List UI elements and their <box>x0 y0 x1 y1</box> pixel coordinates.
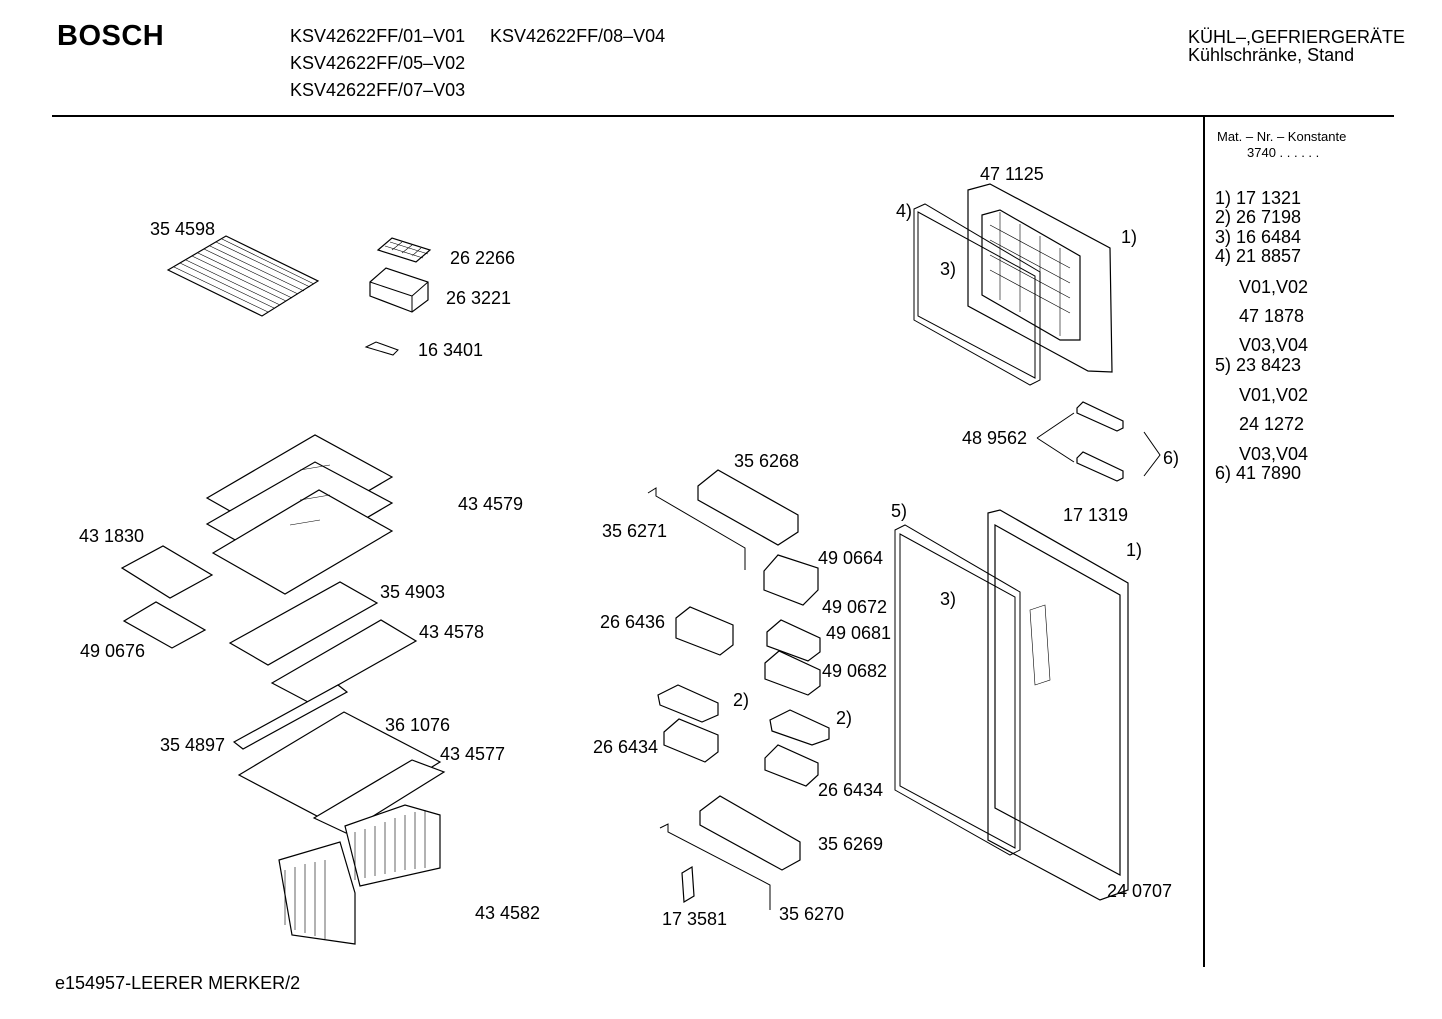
part-label: 35 6270 <box>779 904 845 924</box>
door-bins-drawing <box>647 469 830 910</box>
part-label: 5) <box>891 501 908 521</box>
part-label: 17 1319 <box>1063 505 1129 525</box>
part-label: 35 6269 <box>818 834 884 854</box>
part-label: 49 0664 <box>818 548 884 568</box>
part-label: 26 2266 <box>450 248 516 268</box>
sidebar-entry: 3) 16 6484 <box>1215 227 1302 247</box>
part-label: 36 1076 <box>385 715 451 735</box>
part-label: 26 6434 <box>593 737 659 757</box>
part-label: 49 0682 <box>822 661 888 681</box>
part-label: 2) <box>836 708 853 728</box>
part-label: 26 6434 <box>818 780 884 800</box>
part-label: 43 4582 <box>475 903 541 923</box>
sidebar-entry: 47 1878 <box>1239 306 1305 326</box>
part-label: 24 0707 <box>1107 881 1173 901</box>
document-code: e154957-LEERER MERKER/2 <box>55 973 301 993</box>
tray-490676-drawing <box>122 601 207 649</box>
part-label: 26 6436 <box>600 612 666 632</box>
shelf-431830-drawing <box>120 545 214 599</box>
part-label: 3) <box>940 589 957 609</box>
category-title: KÜHL–,GEFRIERGERÄTE <box>1188 27 1406 47</box>
sidebar-entry: 2) 26 7198 <box>1215 207 1302 227</box>
sidebar-entry: 24 1272 <box>1239 414 1305 434</box>
handles-drawing <box>1036 401 1161 482</box>
sidebar-entry: V01,V02 <box>1239 385 1309 405</box>
part-label: 26 3221 <box>446 288 512 308</box>
ice-tray-drawing <box>364 237 432 356</box>
wire-rack-drawing <box>166 235 320 317</box>
part-label: 35 6268 <box>734 451 800 471</box>
sidebar-entry: V03,V04 <box>1239 335 1309 355</box>
model-number: KSV42622FF/07–V03 <box>290 80 466 100</box>
sidebar-divider <box>1203 117 1205 967</box>
brand-logo: BOSCH <box>57 20 165 52</box>
part-label: 49 0676 <box>80 641 146 661</box>
freezer-door-drawing <box>913 183 1113 386</box>
part-label: 2) <box>733 690 750 710</box>
part-label: 4) <box>896 201 913 221</box>
part-label: 6) <box>1163 448 1180 468</box>
header-divider <box>52 115 1394 117</box>
part-label: 43 4578 <box>419 622 485 642</box>
part-label: 35 6271 <box>602 521 668 541</box>
sidebar-entry: 5) 23 8423 <box>1215 355 1302 375</box>
part-label: 1) <box>1121 227 1138 247</box>
part-label: 35 4897 <box>160 735 226 755</box>
sidebar-entry: 1) 17 1321 <box>1215 188 1302 208</box>
model-number: KSV42622FF/05–V02 <box>290 53 466 73</box>
part-label: 49 0681 <box>826 623 892 643</box>
part-label: 35 4903 <box>380 582 446 602</box>
glass-shelves-drawing <box>205 434 394 595</box>
part-label: 49 0672 <box>822 597 888 617</box>
fridge-door-drawing <box>894 509 1129 901</box>
part-label: 47 1125 <box>980 164 1044 184</box>
sidebar-constant: 3740 . . . . . . <box>1247 145 1320 160</box>
sidebar-entry: 4) 21 8857 <box>1215 246 1302 266</box>
part-label: 43 4577 <box>440 744 506 764</box>
model-number: KSV42622FF/08–V04 <box>490 26 666 46</box>
sidebar-entry: 6) 41 7890 <box>1215 463 1302 483</box>
sidebar-entry: V03,V04 <box>1239 444 1309 464</box>
sidebar-entry: V01,V02 <box>1239 277 1309 297</box>
part-label: 43 1830 <box>79 526 145 546</box>
crisper-cover-drawing <box>228 581 446 834</box>
part-label: 16 3401 <box>418 340 484 360</box>
crisper-drawers-drawing <box>278 804 441 945</box>
part-label: 17 3581 <box>662 909 728 929</box>
part-label: 35 4598 <box>150 219 216 239</box>
part-label: 3) <box>940 259 957 279</box>
sidebar-heading: Mat. – Nr. – Konstante <box>1217 129 1347 144</box>
part-label: 48 9562 <box>962 428 1028 448</box>
category-subtitle: Kühlschränke, Stand <box>1188 45 1355 65</box>
part-label: 43 4579 <box>458 494 524 514</box>
part-label: 1) <box>1126 540 1143 560</box>
model-number: KSV42622FF/01–V01 <box>290 26 466 46</box>
